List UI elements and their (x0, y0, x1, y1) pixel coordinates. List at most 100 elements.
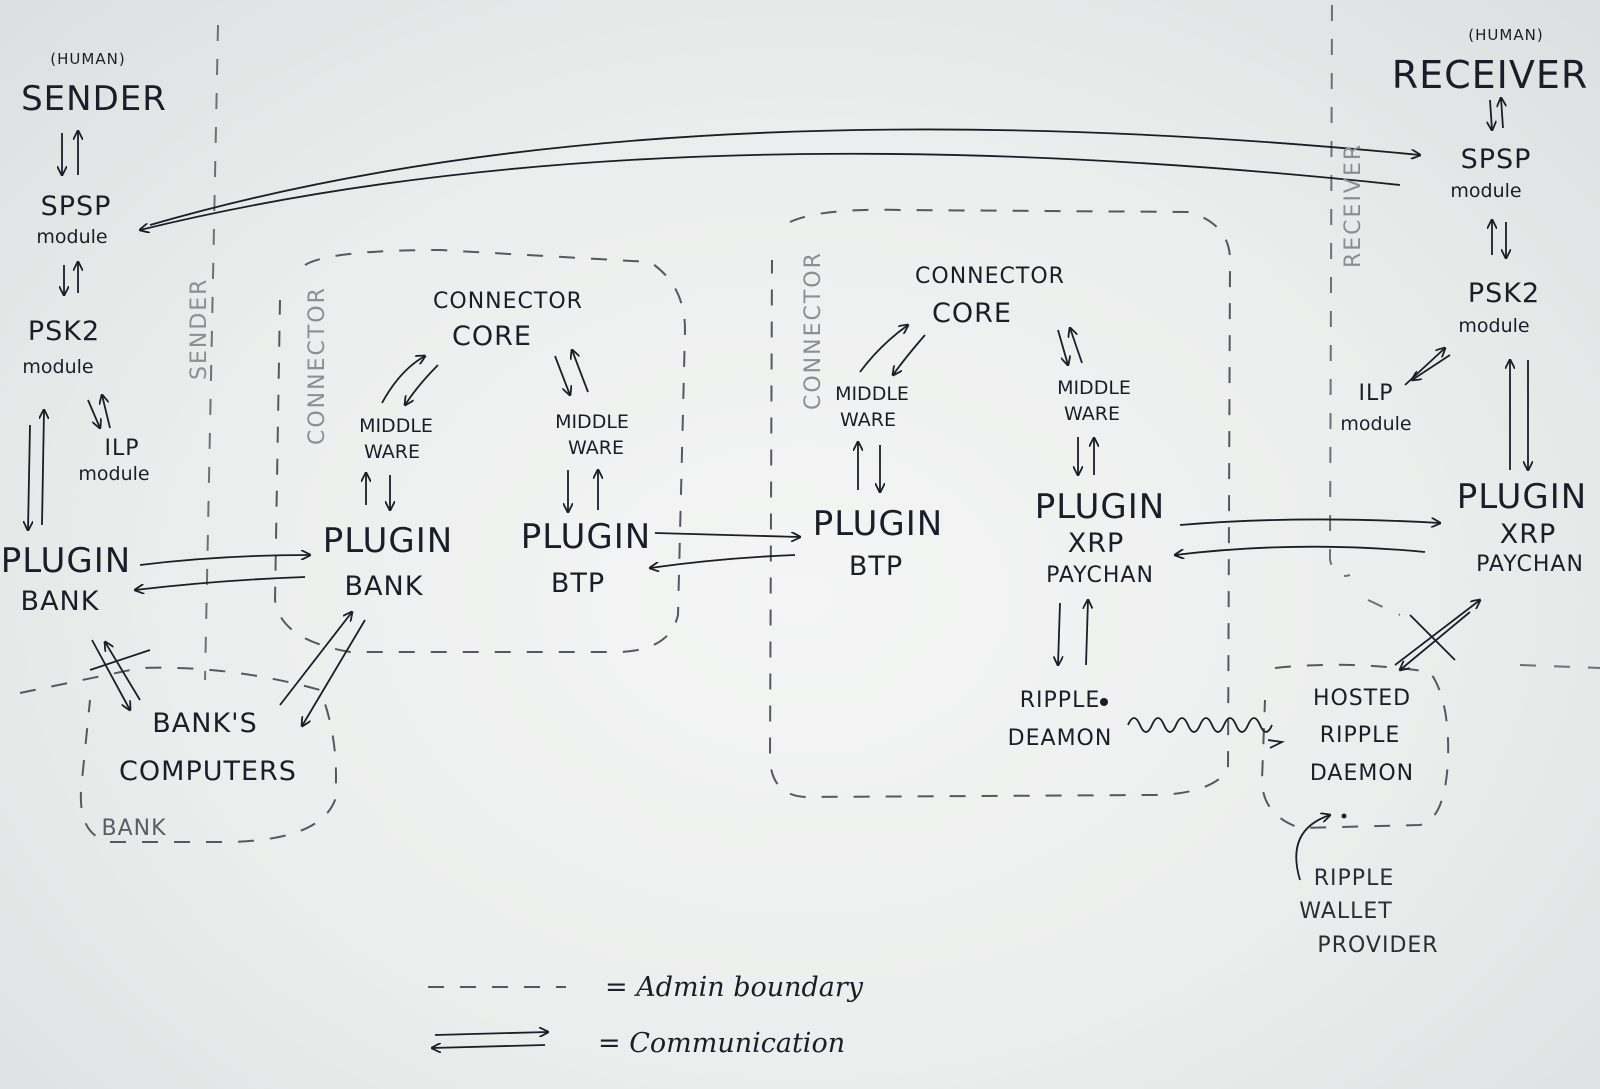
sender-label: SENDER (21, 79, 167, 119)
receiver-psk2-label: PSK2 (1468, 278, 1540, 309)
legend-comm-swatch-top (434, 1032, 548, 1035)
c2-plugin-xrp-label-2: XRP (1068, 528, 1125, 559)
c2-ripple-label-2: DEAMON (1008, 726, 1113, 751)
arrow-c1bank-to-bank-1 (279, 612, 352, 706)
sender-psk2-module-label: module (22, 356, 93, 378)
sender-plugin-bank-label: BANK (21, 586, 100, 617)
arrow-psk2-plugin-down (28, 424, 30, 530)
receiver-plugin-label-1: PLUGIN (1457, 477, 1587, 517)
c2-plugin-btp-label-2: BTP (849, 551, 903, 582)
c2-plugin-btp-label-1: PLUGIN (813, 504, 943, 544)
c1-middleware-right-1: MIDDLE (555, 411, 629, 433)
sender-ilp-label: ILP (104, 436, 139, 461)
sender-spsp-module-label: module (36, 226, 107, 248)
receiver-boundary-line (1328, 4, 1351, 577)
arrow-receiver-to-c2xrp (1175, 545, 1426, 555)
arrow-c1-core-mwr-1 (554, 355, 570, 395)
arrow-rplugin-hosted-3 (1409, 614, 1456, 661)
arrow-receiver-to-spsp (140, 152, 1401, 230)
c2-plugin-xrp-label-3: PAYCHAN (1046, 563, 1154, 588)
sender-boundary-label: SENDER (187, 278, 212, 380)
receiver-plugin-label-2: XRP (1500, 519, 1557, 550)
hosted-label-1: HOSTED (1313, 686, 1411, 711)
sender-boundary-line (204, 24, 219, 681)
arrow-c1-core-mwr-2 (572, 350, 589, 393)
c2-core-label-1: CONNECTOR (915, 264, 1065, 289)
c1-core-label-1: CONNECTOR (433, 289, 583, 314)
arrow-plugin-to-bank-1 (91, 639, 130, 710)
legend-comm-label: = Communication (598, 1028, 845, 1059)
arrow-psk2-ilp-r1 (1404, 348, 1445, 386)
sender-spsp-label: SPSP (41, 191, 112, 222)
c1-middleware-left-1: MIDDLE (359, 415, 433, 437)
hosted-boundary-box (1260, 663, 1450, 830)
bank-boundary-label: BANK (101, 816, 166, 841)
sender-human-label: (HUMAN) (50, 50, 125, 68)
receiver-spsp-label: SPSP (1461, 144, 1532, 175)
bank-boundary-box (19, 666, 337, 843)
arrow-receiver-spsp-1 (1490, 99, 1492, 130)
legend-comm-swatch-bottom (432, 1045, 546, 1048)
arrow-plugin-to-c1 (139, 555, 310, 566)
arrow-c2btp-to-c1btp (650, 554, 796, 568)
legend-admin-label: = Admin boundary (605, 972, 864, 1003)
legend: = Admin boundary = Communication (428, 972, 864, 1059)
c2-ripple-label-1: RIPPLE (1020, 688, 1100, 713)
arrow-c1btp-to-c2btp (654, 533, 800, 537)
connector2-boundary-label: CONNECTOR (801, 251, 826, 410)
arrow-c1bank-to-bank-2 (302, 619, 366, 726)
connector1-boundary-label: CONNECTOR (305, 286, 330, 445)
c2-middleware-right-1: MIDDLE (1057, 377, 1131, 399)
receiver-spsp-module-label: module (1450, 180, 1521, 202)
arrow-psk2-ilp-2 (102, 395, 111, 429)
arrow-receiver-spsp-2 (1501, 98, 1503, 129)
arrow-plugin-to-bank-3 (89, 649, 151, 671)
c1-middleware-left-2: WARE (364, 441, 420, 463)
banks-computers-label-2: COMPUTERS (119, 756, 297, 787)
receiver-boundary-tail (1367, 599, 1600, 669)
receiver-label: RECEIVER (1392, 53, 1589, 97)
provider-dot (1341, 813, 1347, 819)
provider-label-3: PROVIDER (1317, 933, 1438, 958)
arrow-psk2-plugin-up (42, 410, 44, 526)
arrow-c1-core-mwl-2 (405, 364, 439, 405)
receiver-boundary-label: RECEIVER (1341, 143, 1366, 268)
arrow-rplugin-hosted-1 (1394, 600, 1480, 666)
c1-plugin-btp-label-2: BTP (551, 568, 605, 599)
c2-middleware-left-1: MIDDLE (835, 383, 909, 405)
c2-core-label-2: CORE (932, 298, 1012, 329)
connector2-boundary-box (768, 208, 1232, 799)
arrow-c2xrp-to-receiver (1179, 519, 1440, 525)
c2-middleware-right-2: WARE (1064, 403, 1120, 425)
ripple-daemon-link (1127, 717, 1273, 733)
sender-psk2-label: PSK2 (28, 316, 100, 347)
arrow-c1-core-mwl-1 (381, 356, 425, 404)
arrow-c2-core-mwl-2 (893, 334, 926, 375)
arrow-provider-to-hosted (1295, 815, 1330, 881)
sender-plugin-label: PLUGIN (1, 541, 131, 581)
arrow-c2-core-mwl-1 (859, 325, 908, 373)
arrow-c2-core-mwr-1 (1057, 329, 1068, 365)
c1-plugin-bank-label-2: BANK (345, 571, 424, 602)
ripple-dot (1100, 698, 1108, 706)
c1-plugin-bank-label-1: PLUGIN (323, 521, 453, 561)
c2-middleware-left-2: WARE (840, 409, 896, 431)
c1-core-label-2: CORE (452, 321, 532, 352)
receiver-ilp-module-label: module (1340, 413, 1411, 435)
c1-plugin-btp-label-1: PLUGIN (521, 517, 651, 557)
ripple-daemon-link-end (1267, 739, 1285, 749)
provider-label-1: RIPPLE (1314, 866, 1394, 891)
arrow-plugin-to-bank-2 (105, 642, 141, 701)
arrow-psk2-ilp-1 (87, 399, 100, 428)
sender-ilp-module-label: module (78, 463, 149, 485)
c2-plugin-xrp-label-1: PLUGIN (1035, 487, 1165, 527)
arrow-c2-plugin-ripple-2 (1086, 600, 1088, 666)
c1-middleware-right-2: WARE (568, 437, 624, 459)
receiver-ilp-label: ILP (1358, 381, 1393, 406)
arrow-c2-core-mwr-2 (1070, 328, 1083, 364)
provider-label-2: WALLET (1299, 899, 1392, 924)
arrow-c2-plugin-ripple-1 (1058, 602, 1060, 665)
connector1-boundary-box (273, 248, 687, 653)
